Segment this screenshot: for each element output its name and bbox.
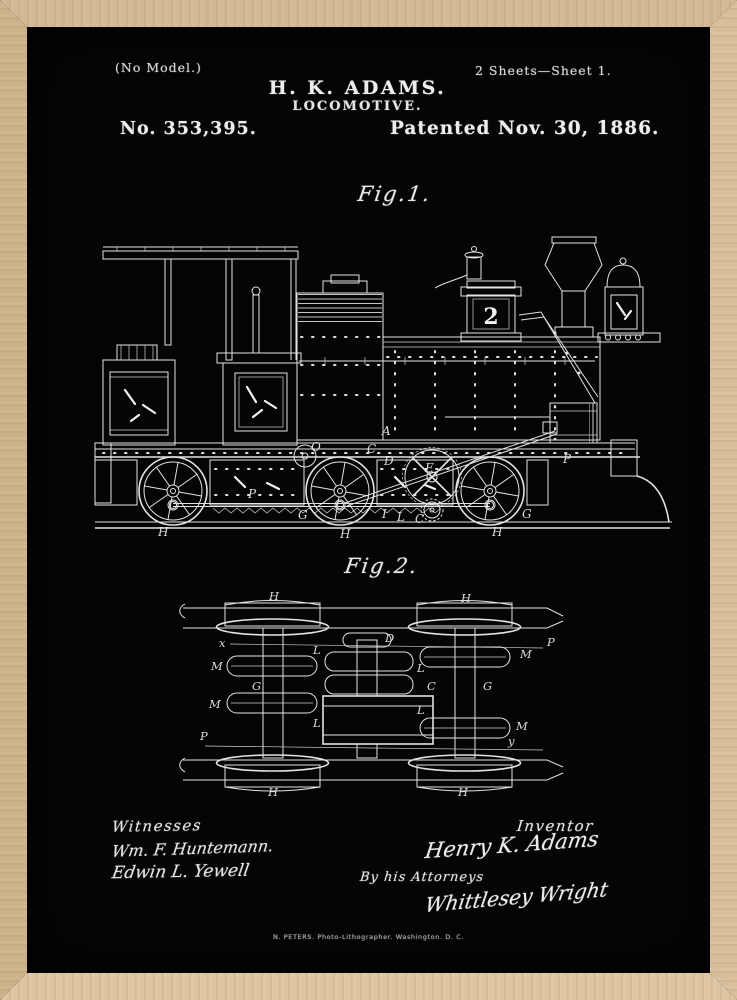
bottom-wheels xyxy=(215,754,522,792)
figure-part-label: M xyxy=(519,647,533,661)
boiler xyxy=(296,274,601,441)
witnesses-label: Witnesses xyxy=(111,816,203,836)
figure-part-label: H xyxy=(460,591,472,605)
figure-part-label: G xyxy=(298,508,308,522)
figure-part-label: M xyxy=(208,697,222,711)
lithographer-credit: N. PETERS. Photo-Lithographer. Washingto… xyxy=(272,933,465,941)
lower-frame-line xyxy=(204,745,544,751)
attorneys-label: By his Attorneys xyxy=(359,870,485,885)
pilot xyxy=(610,439,670,523)
sheet-info: 2 Sheets—Sheet 1. xyxy=(475,63,612,78)
frame-rails xyxy=(94,442,640,514)
witness-signature-1: Wm. F. Huntemann. xyxy=(110,836,275,861)
figure-part-label: P xyxy=(199,729,208,743)
steam-pipe xyxy=(518,311,599,404)
figure-part-label: A xyxy=(381,424,391,438)
patent-date: Patented Nov. 30, 1886. xyxy=(390,118,660,139)
witness-signature-2: Edwin L. Yewell xyxy=(110,860,251,884)
figure-part-label: P xyxy=(562,452,572,466)
rods xyxy=(167,430,558,511)
frame-side-left xyxy=(0,0,27,1000)
figure-part-label: P xyxy=(546,635,555,649)
figure-part-label: D xyxy=(384,631,394,645)
wheel-rear xyxy=(138,456,208,526)
figure-part-label: M xyxy=(210,659,224,673)
canopy xyxy=(102,246,299,361)
frame-side-right xyxy=(710,0,737,1000)
patent-number: No. 353,395. xyxy=(120,119,257,139)
locomotive-drawing: 2 xyxy=(94,236,672,541)
figure-part-label: E xyxy=(424,461,434,475)
track xyxy=(95,521,672,529)
figure-part-label: C xyxy=(367,442,376,456)
inventor-signature: Henry K. Adams xyxy=(423,826,601,864)
no-model-note: (No Model.) xyxy=(115,60,202,75)
figure-part-label: I xyxy=(381,507,387,521)
wheel-mid xyxy=(305,456,375,526)
fig1-label: Fig.1. xyxy=(356,182,434,206)
figure-part-label: L xyxy=(312,716,321,730)
headlight xyxy=(597,257,661,343)
figure-part-label: L xyxy=(312,643,321,657)
figure-part-label: H xyxy=(457,785,469,799)
figure-part-label: H xyxy=(491,525,503,539)
figure-part-label: L xyxy=(416,661,425,675)
top-wheels xyxy=(215,600,522,636)
figure-part-label: H xyxy=(267,785,279,799)
smokestack xyxy=(544,236,603,338)
wheel-front xyxy=(455,456,525,526)
figure-part-label: G xyxy=(483,679,492,693)
fig2-label: Fig.2. xyxy=(343,554,421,578)
frame-side-top xyxy=(0,0,737,27)
drive-wheels xyxy=(138,456,525,526)
gear-columns xyxy=(226,627,511,759)
steam-dome: 2 xyxy=(460,280,522,342)
figure-part-label: M xyxy=(515,719,529,733)
figure-part-label: y xyxy=(507,734,515,748)
figure-part-label: L xyxy=(416,703,425,717)
whistle xyxy=(434,246,484,289)
patent-poster: (No Model.) 2 Sheets—Sheet 1. H. K. ADAM… xyxy=(27,27,710,973)
figure-part-label: G xyxy=(252,679,261,693)
figure-part-label: C xyxy=(415,512,424,526)
inventor-name-heading: H. K. ADAMS. xyxy=(268,77,447,99)
figure-part-label: H xyxy=(157,525,169,539)
top-axle xyxy=(179,603,564,629)
figure-part-label: O xyxy=(311,440,321,454)
cab xyxy=(216,286,302,446)
figure-part-label: H xyxy=(268,589,280,603)
central-gear-drum xyxy=(322,695,434,745)
cylinder xyxy=(445,402,598,444)
figure-part-label: D xyxy=(383,454,394,468)
figure-part-label: L xyxy=(396,510,405,524)
bottom-axle xyxy=(179,757,564,781)
rear-bunker xyxy=(94,344,176,504)
figure-part-label: H xyxy=(339,527,351,541)
figure-part-label: G xyxy=(522,507,532,521)
invention-title: LOCOMOTIVE. xyxy=(292,99,423,114)
figure-part-label: x xyxy=(219,636,226,650)
frame-side-bottom xyxy=(0,973,737,1000)
figure-part-label: C xyxy=(427,679,436,693)
figure-part-label: P xyxy=(247,487,257,501)
dome-number: 2 xyxy=(483,304,498,330)
